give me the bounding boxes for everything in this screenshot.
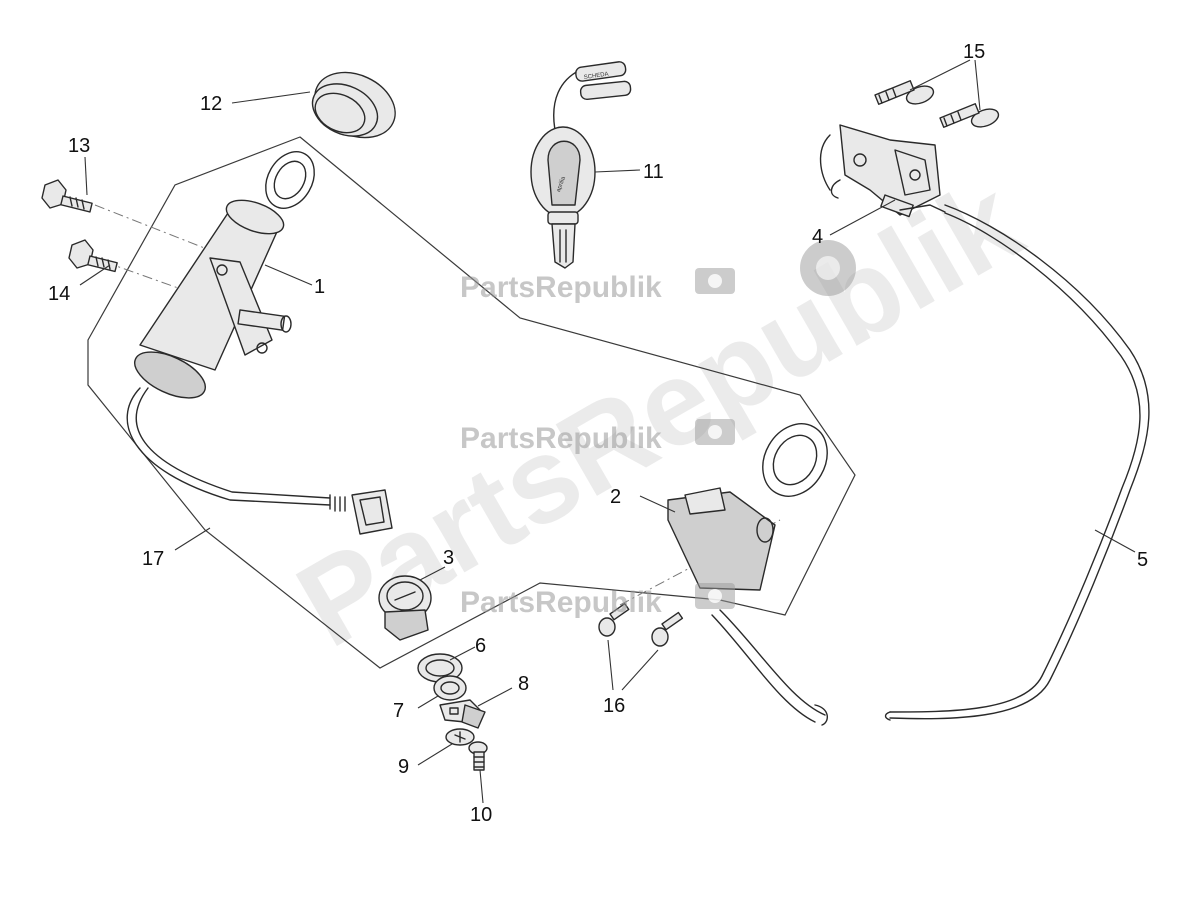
callout-7: 7 [393,700,404,722]
callout-5: 5 [1137,549,1148,571]
key-tag-text: SCHEDA [583,72,609,81]
latch-part-4 [819,124,946,218]
screws-part-15 [874,80,1000,128]
leader-lines [79,59,1136,804]
watermark-1: PartsRepublik [460,268,735,304]
group-outline-17 [87,136,856,669]
callout-13: 13 [68,135,90,157]
callout-11: 11 [643,161,664,183]
callout-15: 15 [963,41,985,63]
callout-17: 17 [142,548,164,570]
gear-watermark-icon [800,240,856,296]
svg-text:PartsRepublik: PartsRepublik [460,422,662,455]
key-part-11: SCHEDA aprilia [530,61,632,269]
lock-assembly-part-2 [667,423,828,726]
key-brand-text: aprilia [556,175,567,193]
svg-text:PartsRepublik: PartsRepublik [460,271,662,304]
watermark-3: PartsRepublik [460,583,735,619]
callout-16: 16 [603,695,625,717]
seat-lock-part-1 [126,151,393,535]
callout-6: 6 [475,635,486,657]
axis-line-14 [104,261,241,311]
callout-14: 14 [48,283,70,305]
watermark-2: PartsRepublik [460,419,735,455]
callout-4: 4 [812,226,823,248]
callout-1: 1 [314,276,325,298]
lock-barrel-part-3 [378,575,432,641]
washer-part-9 [445,728,475,746]
cam-part-8 [439,699,486,729]
callout-3: 3 [443,547,454,569]
grommet-part-12 [311,71,396,139]
callout-10: 10 [470,804,492,826]
callout-12: 12 [200,93,222,115]
callout-9: 9 [398,756,409,778]
bolt-part-13 [41,179,93,213]
spacer-part-7 [433,675,467,701]
svg-text:PartsRepublik: PartsRepublik [460,586,662,619]
callout-8: 8 [518,673,529,695]
bolt-part-14 [68,239,118,273]
callout-2: 2 [610,486,621,508]
cable-part-5 [884,204,1150,721]
screws-part-16 [598,602,684,647]
screw-part-10 [468,741,488,771]
